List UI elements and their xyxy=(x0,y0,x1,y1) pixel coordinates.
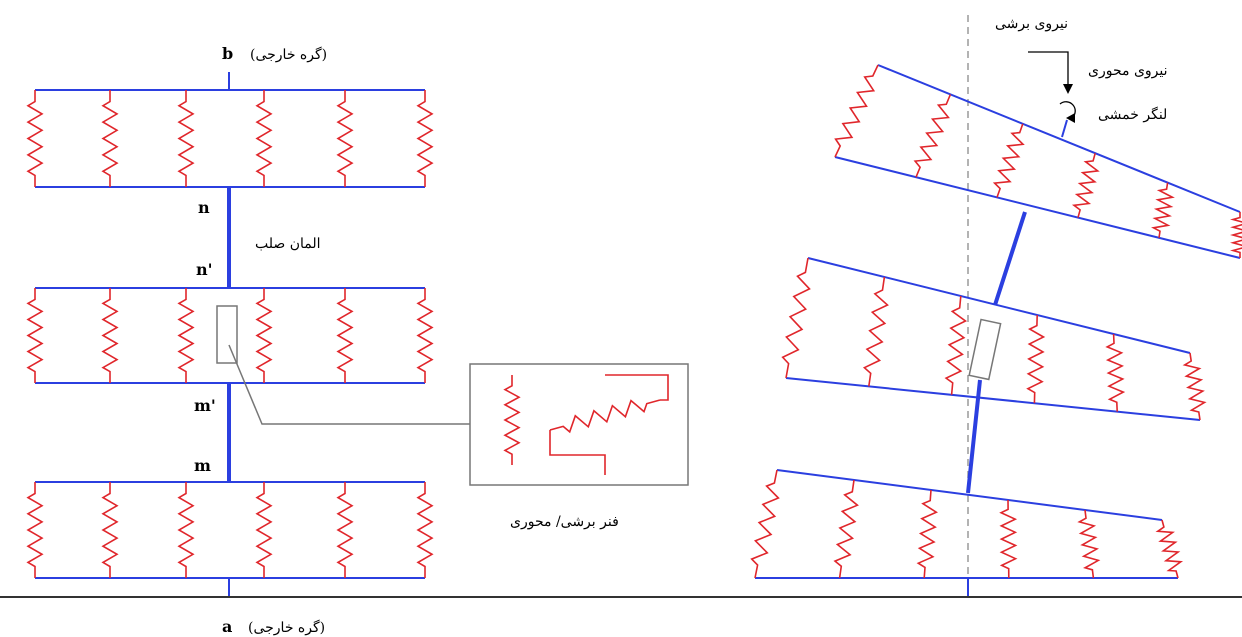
deformed-spring xyxy=(916,489,938,579)
panel-2-bottom-beam xyxy=(785,377,1201,421)
shear-force-label: نیروی برشی xyxy=(995,16,1068,32)
vertical-spring xyxy=(177,288,195,383)
vertical-spring xyxy=(101,288,119,383)
vertical-spring xyxy=(416,90,434,187)
vertical-spring xyxy=(416,288,434,383)
node-b-label: b xyxy=(222,44,233,63)
panel-2-top-beam xyxy=(807,257,1191,354)
bending-moment-arrowhead xyxy=(1066,113,1075,123)
node-b-note: (گره خارجی) xyxy=(250,46,327,63)
vertical-spring xyxy=(26,90,44,187)
vertical-spring xyxy=(26,482,44,578)
deformed-spring xyxy=(913,94,952,178)
deformed-spring xyxy=(834,64,879,158)
deformed-spring xyxy=(1151,182,1175,238)
deformed-spring xyxy=(1230,212,1242,258)
deformed-model xyxy=(750,15,1242,597)
deformed-spring xyxy=(781,257,811,379)
leader-line xyxy=(228,344,470,425)
node-a-label: a xyxy=(222,617,232,636)
rigid-element-label: المان صلب xyxy=(255,236,321,252)
deformed-spring xyxy=(944,295,968,395)
vertical-spring xyxy=(26,288,44,383)
vertical-spring xyxy=(336,482,354,578)
panel-1-top-beam xyxy=(776,469,1163,521)
axial-force-label: نیروی محوری xyxy=(1088,63,1168,79)
deformed-rigid-upper xyxy=(993,211,1027,306)
inset-frame xyxy=(469,363,689,486)
node-m-prime-label: m' xyxy=(194,396,216,415)
vertical-spring xyxy=(336,90,354,187)
shear-force-arrow xyxy=(1028,51,1069,90)
deformed-spring xyxy=(1026,314,1046,404)
node-n-prime-label: n' xyxy=(196,260,213,279)
inset-upper-bracket xyxy=(605,374,669,401)
deformed-rigid-lower xyxy=(966,379,982,494)
panel-3-bottom-beam xyxy=(834,156,1241,259)
inset-lower-bracket xyxy=(549,430,606,475)
vertical-spring xyxy=(101,482,119,578)
vertical-spring xyxy=(177,482,195,578)
vertical-spring xyxy=(177,90,195,187)
deformed-spring xyxy=(1155,519,1184,579)
bending-moment-label: لنگر خمشی xyxy=(1098,106,1167,123)
deformed-spring xyxy=(992,123,1025,198)
undeformed-model xyxy=(26,72,470,597)
deformed-shear-spring-box xyxy=(968,318,1002,381)
spring-caption: فنر برشی/ محوری xyxy=(510,514,619,530)
deformed-spring xyxy=(999,499,1018,579)
spring-detail-inset xyxy=(469,363,689,486)
inset-axial-spring xyxy=(503,375,521,465)
deformed-spring xyxy=(1182,352,1207,421)
vertical-spring xyxy=(255,288,273,383)
vertical-spring xyxy=(416,482,434,578)
deformed-spring xyxy=(862,276,889,387)
vertical-spring xyxy=(336,288,354,383)
shear-spring-box xyxy=(216,305,238,364)
inset-shear-spring xyxy=(549,399,661,434)
deformed-spring xyxy=(1071,152,1100,218)
node-a-note: (گره خارجی) xyxy=(248,619,325,636)
deformed-spring xyxy=(1077,509,1101,579)
deformed-spring xyxy=(833,479,859,579)
vertical-spring xyxy=(101,90,119,187)
top-node-stub xyxy=(1061,119,1068,138)
vertical-spring xyxy=(255,90,273,187)
vertical-spring xyxy=(255,482,273,578)
panel-3-top-beam xyxy=(877,64,1241,213)
axial-force-arrowhead xyxy=(1063,84,1073,94)
deformed-spring xyxy=(1105,333,1126,412)
node-n-label: n xyxy=(198,198,210,217)
deformed-spring xyxy=(750,469,780,579)
node-m-label: m xyxy=(194,456,211,475)
